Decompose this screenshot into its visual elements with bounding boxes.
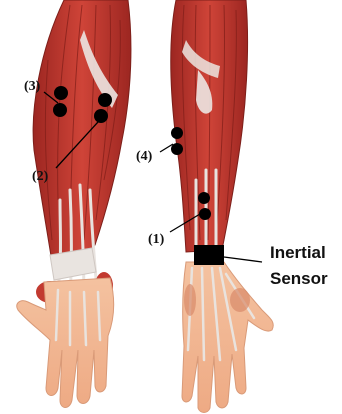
- electrode-1b: [199, 208, 211, 220]
- callout-label-4: (4): [136, 149, 153, 164]
- electrode-2b: [94, 109, 108, 123]
- left-forearm: [17, 0, 131, 408]
- right-hypothenar-muscle: [184, 284, 196, 316]
- electrode-1a: [198, 192, 210, 204]
- electrode-3b: [53, 103, 67, 117]
- electrode-3a: [54, 86, 68, 100]
- inertial-sensor: [194, 245, 224, 265]
- sensor-label-line2: Sensor: [270, 269, 328, 288]
- callout-label-1: (1): [148, 232, 165, 247]
- electrode-2a: [98, 93, 112, 107]
- right-forearm: [171, 0, 274, 413]
- callout-label-2: (2): [32, 169, 49, 184]
- sensor-label-line1: Inertial: [270, 243, 326, 262]
- leader-line-sensor: [224, 257, 262, 262]
- callout-label-3: (3): [24, 79, 41, 94]
- electrode-4a: [171, 127, 183, 139]
- leader-line-4: [160, 144, 173, 152]
- right-thenar-muscle: [230, 288, 250, 312]
- right-hand: [182, 262, 273, 413]
